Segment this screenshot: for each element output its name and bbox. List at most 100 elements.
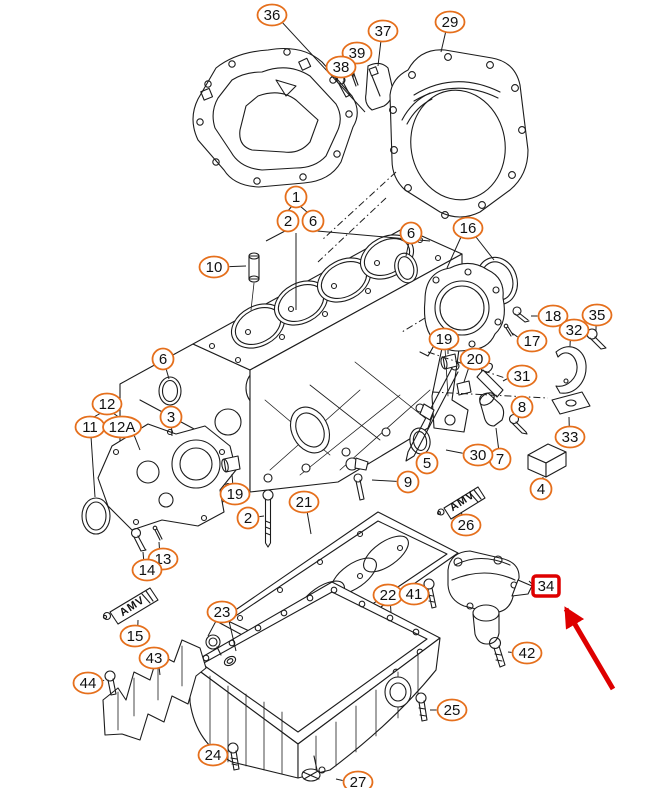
part-drawing-sealant-tube-26 <box>437 486 486 520</box>
dash-dot-line <box>401 317 426 333</box>
leader-line <box>502 378 508 382</box>
callout-oval <box>72 671 104 695</box>
callout-1[interactable]: 1 <box>284 185 308 209</box>
callout-2[interactable]: 2 <box>276 209 300 233</box>
callout-41[interactable]: 41 <box>398 582 430 606</box>
callout-4[interactable]: 4 <box>529 477 553 501</box>
callout-15[interactable]: 15 <box>119 624 151 648</box>
callout-oval <box>506 364 538 388</box>
callout-oval <box>102 415 142 439</box>
callout-number: 6 <box>407 225 415 242</box>
callout-20[interactable]: 20 <box>459 347 491 371</box>
callout-oval <box>256 3 288 27</box>
callout-32[interactable]: 32 <box>558 318 590 342</box>
callout-16[interactable]: 16 <box>452 216 484 240</box>
callout-number: 36 <box>264 7 281 24</box>
callout-14[interactable]: 14 <box>131 558 163 582</box>
callout-number: 10 <box>206 259 223 276</box>
callout-oval <box>459 347 491 371</box>
callout-30[interactable]: 30 <box>462 443 494 467</box>
callout-6[interactable]: 6 <box>151 347 175 371</box>
callout-oval <box>197 743 229 767</box>
callout-number: 41 <box>406 586 423 603</box>
leader-line <box>463 368 469 383</box>
leader-line <box>158 668 161 676</box>
part-drawing-bottom-bolts <box>227 692 428 782</box>
callout-12A[interactable]: 12A <box>102 415 142 439</box>
highlight-box <box>531 574 561 598</box>
leader-line <box>335 778 343 782</box>
callout-oval <box>398 582 430 606</box>
callout-number: 23 <box>214 604 231 621</box>
callout-oval <box>219 482 251 506</box>
callout-number: 3 <box>167 409 175 426</box>
leader-line <box>511 332 518 338</box>
callout-oval <box>450 513 482 537</box>
callout-6[interactable]: 6 <box>399 221 423 245</box>
callout-oval <box>367 19 399 43</box>
callout-33[interactable]: 33 <box>554 425 586 449</box>
connector-line <box>228 620 237 652</box>
callout-37[interactable]: 37 <box>367 19 399 43</box>
callout-19[interactable]: 19 <box>219 482 251 506</box>
callout-number: 29 <box>442 14 459 31</box>
callout-18[interactable]: 18 <box>537 304 569 328</box>
callout-number: 12A <box>109 419 136 436</box>
callout-number: 6 <box>159 351 167 368</box>
callout-oval <box>198 255 230 279</box>
highlighted-callout-34[interactable]: 34 <box>531 574 561 598</box>
callout-oval <box>516 329 548 353</box>
callout-10[interactable]: 10 <box>198 255 230 279</box>
callout-27[interactable]: 27 <box>342 770 374 788</box>
callout-oval <box>131 558 163 582</box>
callout-6[interactable]: 6 <box>301 209 325 233</box>
callout-oval <box>558 318 590 342</box>
callout-oval <box>159 405 183 429</box>
callout-9[interactable]: 9 <box>396 470 420 494</box>
callout-number: 17 <box>524 333 541 350</box>
callout-3[interactable]: 3 <box>159 405 183 429</box>
callout-11[interactable]: 11 <box>74 415 106 439</box>
callout-25[interactable]: 25 <box>436 698 468 722</box>
leader-line <box>231 473 234 484</box>
callout-36[interactable]: 36 <box>256 3 288 27</box>
callout-number: 16 <box>460 220 477 237</box>
callout-21[interactable]: 21 <box>288 490 320 514</box>
callout-17[interactable]: 17 <box>516 329 548 353</box>
callout-23[interactable]: 23 <box>206 600 238 624</box>
callout-oval <box>206 600 238 624</box>
callout-number: 26 <box>458 517 475 534</box>
callout-number: 24 <box>205 747 222 764</box>
callout-38[interactable]: 38 <box>325 55 357 79</box>
callout-number: 42 <box>519 645 536 662</box>
leader-line <box>306 512 312 535</box>
callout-5[interactable]: 5 <box>415 451 439 475</box>
callout-22[interactable]: 22 <box>372 583 404 607</box>
part-drawing-pump-housing-12 <box>81 423 237 535</box>
callout-35[interactable]: 35 <box>581 303 613 327</box>
callout-12[interactable]: 12 <box>91 392 123 416</box>
callout-42[interactable]: 42 <box>511 641 543 665</box>
part-drawing-drain-plug-23 <box>205 634 237 667</box>
callout-number: 27 <box>350 774 367 788</box>
callout-number: 2 <box>284 213 292 230</box>
callout-number: 31 <box>514 368 531 385</box>
callout-29[interactable]: 29 <box>434 10 466 34</box>
callout-oval <box>510 395 534 419</box>
callout-number: 33 <box>562 429 579 446</box>
callout-2[interactable]: 2 <box>236 506 260 530</box>
callout-oval <box>434 10 466 34</box>
callout-number: 15 <box>127 628 144 645</box>
callout-44[interactable]: 44 <box>72 671 104 695</box>
callout-43[interactable]: 43 <box>138 646 170 670</box>
callout-31[interactable]: 31 <box>506 364 538 388</box>
callout-oval <box>151 347 175 371</box>
callout-26[interactable]: 26 <box>450 513 482 537</box>
callout-8[interactable]: 8 <box>510 395 534 419</box>
callout-19[interactable]: 19 <box>428 327 460 351</box>
callout-number: 25 <box>444 702 461 719</box>
leader-line <box>445 449 463 454</box>
leader-line <box>405 243 410 257</box>
callout-number: 2 <box>244 510 252 527</box>
callout-24[interactable]: 24 <box>197 743 229 767</box>
